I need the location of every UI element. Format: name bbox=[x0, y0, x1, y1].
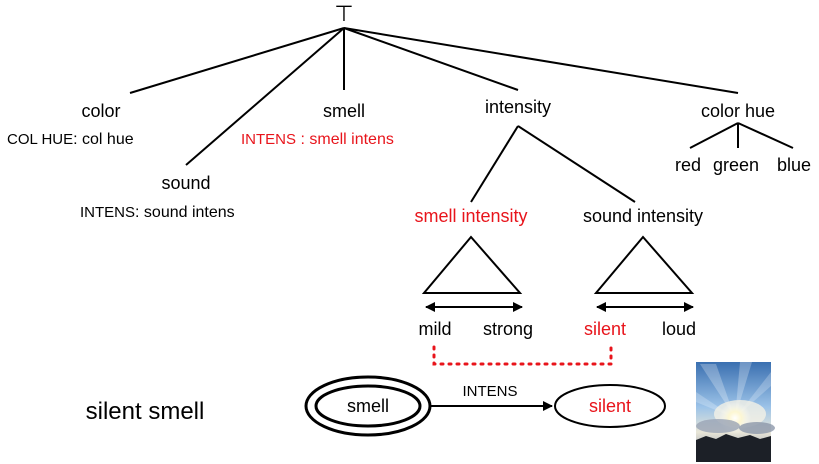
graph-head-node-outer bbox=[304, 375, 432, 437]
edge-top-color bbox=[129, 27, 345, 94]
feature-separator: : bbox=[135, 204, 139, 221]
hue-value-red: red bbox=[675, 155, 701, 175]
feature-value-col-hue: col hue bbox=[82, 131, 134, 148]
node-color: color bbox=[81, 101, 120, 121]
edge-top-sound bbox=[185, 27, 345, 166]
edge-hue-red bbox=[689, 122, 739, 149]
feature-value-smell-intens: smell intens bbox=[309, 131, 393, 148]
graph-head-node-inner bbox=[314, 384, 422, 428]
feature-value-sound-intens: sound intens bbox=[144, 204, 235, 221]
top-symbol: ⊤ bbox=[334, 1, 353, 26]
node-sound-intensity: sound intensity bbox=[583, 206, 703, 226]
feature-color: COL HUE: col hue bbox=[7, 131, 134, 148]
scale-label-silent: silent bbox=[584, 319, 626, 339]
metaphor-mapping-connector bbox=[432, 345, 613, 366]
edge-top-color-hue bbox=[343, 27, 739, 94]
scale-triangle-sound bbox=[593, 235, 695, 294]
feature-sound: INTENS: sound intens bbox=[80, 204, 235, 221]
scale-label-mild: mild bbox=[418, 319, 451, 339]
node-sound: sound bbox=[161, 173, 210, 193]
node-smell-intensity: smell intensity bbox=[414, 206, 527, 226]
feature-name-col-hue: COL HUE bbox=[7, 131, 73, 148]
feature-name-intens: INTENS bbox=[80, 204, 135, 221]
edge-hue-blue bbox=[737, 122, 794, 149]
edge-intensity-smell-intensity bbox=[470, 125, 519, 203]
node-smell: smell bbox=[323, 101, 365, 121]
hue-value-blue: blue bbox=[777, 155, 811, 175]
scale-label-strong: strong bbox=[483, 319, 533, 339]
edge-intensity-sound-intensity bbox=[517, 125, 636, 203]
graph-node-smell: smell bbox=[347, 396, 389, 416]
node-intensity: intensity bbox=[485, 97, 551, 117]
graph-edge-label: INTENS bbox=[462, 383, 517, 400]
feature-smell: INTENS : smell intens bbox=[241, 131, 394, 148]
feature-separator: : bbox=[296, 131, 305, 148]
node-color-hue: color hue bbox=[701, 101, 775, 121]
edge-top-intensity bbox=[343, 27, 519, 91]
hue-value-green: green bbox=[713, 155, 759, 175]
feature-name-intens: INTENS bbox=[241, 131, 296, 148]
top-edges bbox=[129, 27, 739, 166]
feature-separator: : bbox=[73, 131, 77, 148]
phrase-silent-smell: silent smell bbox=[86, 398, 205, 425]
scale-label-loud: loud bbox=[662, 319, 696, 339]
sunset-sky-photo bbox=[696, 362, 775, 462]
graph-node-silent: silent bbox=[589, 396, 631, 416]
graph-target-node bbox=[554, 384, 666, 428]
scale-triangle-smell bbox=[421, 235, 523, 294]
